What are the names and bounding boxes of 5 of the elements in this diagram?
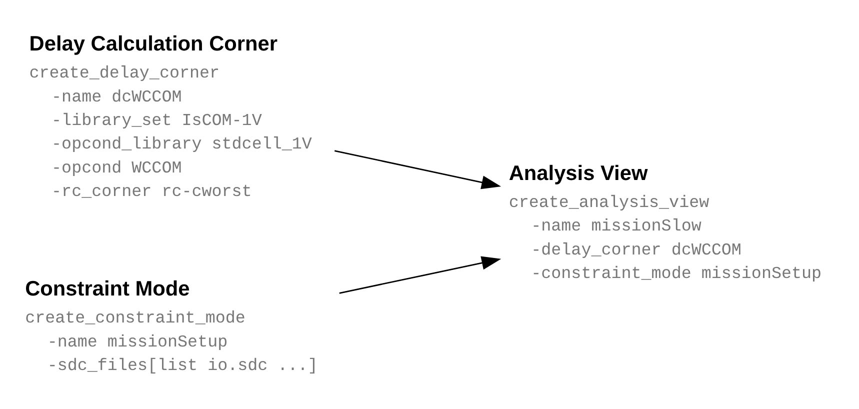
arrow	[339, 256, 502, 294]
node-text: Analysis View create_analysis_view -name missionSlow -delay_corner dcWCCOM -constraint_mode missionSetup	[508, 162, 822, 284]
node-text: Delay Calculation Corner create_delay_corner -name dcWCCOM -library_set IsCOM-1V -opcond_library stdcell_1V -opcond WCCOM -rc_corner rc-cworst	[29, 32, 312, 202]
node-text: Constraint Mode create_constraint_mode -name missionSetup -sdc_files[list io.sdc ...]	[25, 277, 318, 376]
arrow	[334, 150, 502, 190]
